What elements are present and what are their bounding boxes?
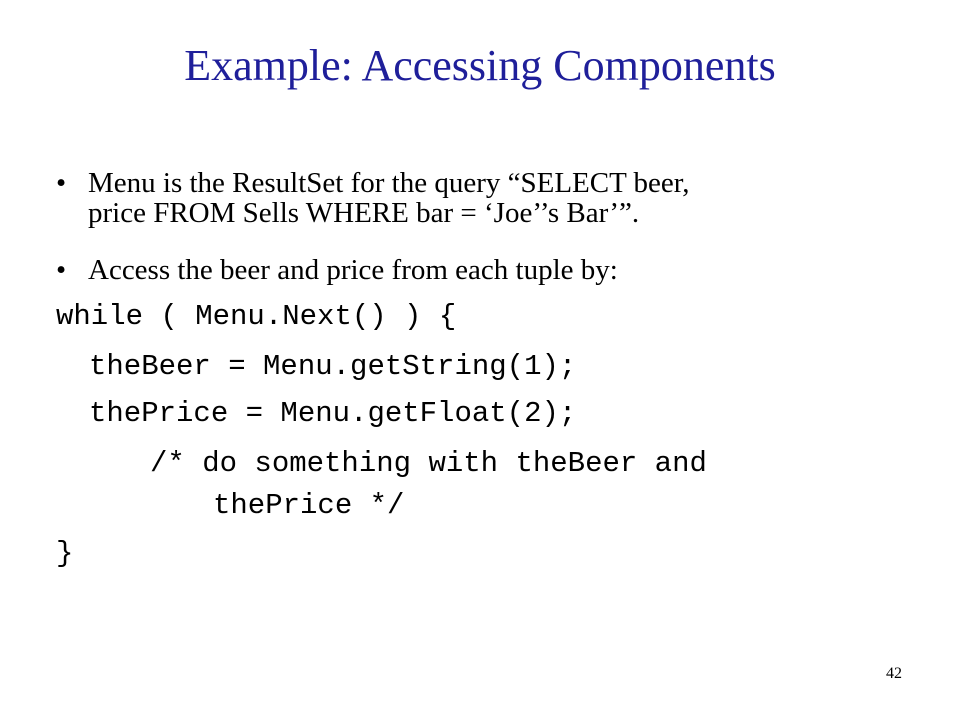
code-line-1: while ( Menu.Next() ) { [56,300,457,333]
bullet-text: Access the beer and price from each tupl… [88,254,618,286]
bullet-marker: • [56,167,67,199]
code-line-6: } [56,537,74,570]
bullet-marker: • [56,254,67,286]
bullet-text: Menu is the ResultSet for the query “SEL… [88,167,690,229]
code-line-4: /* do something with theBeer and [150,447,707,480]
code-line-2: theBeer = Menu.getString(1); [89,350,577,383]
code-line-5: thePrice */ [213,489,405,522]
slide-title: Example: Accessing Components [184,41,776,90]
page-number: 42 [886,665,902,682]
code-line-3: thePrice = Menu.getFloat(2); [89,397,577,430]
